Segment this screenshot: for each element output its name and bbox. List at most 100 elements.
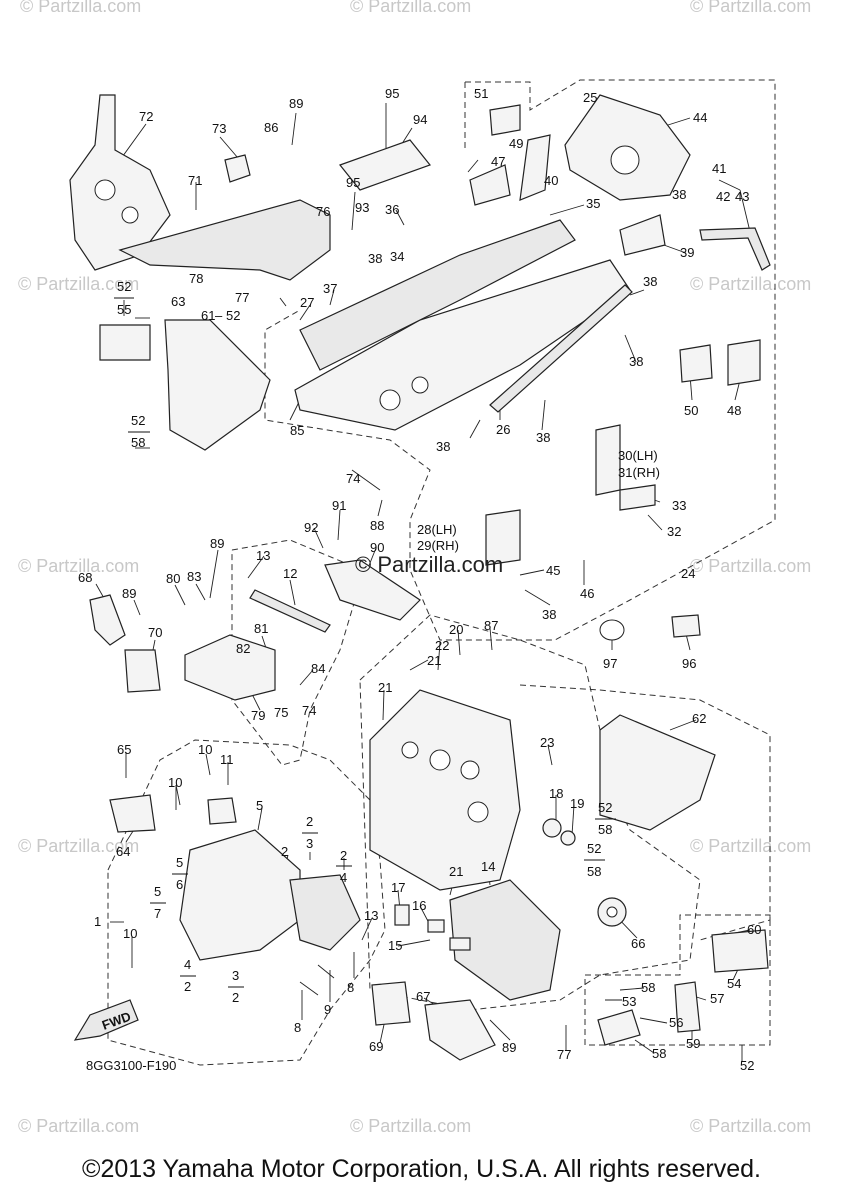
callout-61: 61 — [201, 308, 215, 323]
part-12-bar — [249, 589, 331, 633]
callout-2-b: 2 — [281, 844, 288, 859]
callout-59: 59 — [686, 1036, 700, 1051]
callout-38-b: 38 — [672, 187, 686, 202]
callout-85: 85 — [290, 423, 304, 438]
part-63-steering-post — [164, 319, 271, 451]
callout-30-lh: 30(LH) — [618, 448, 658, 463]
callout-26: 26 — [496, 422, 510, 437]
callout-67: 67 — [416, 989, 430, 1004]
watermark-bottom-right: © Partzilla.com — [690, 1116, 811, 1136]
callout-5-c: 5 — [154, 884, 161, 899]
callout-56: 56 — [669, 1015, 683, 1030]
callout-28-lh: 28(LH) — [417, 522, 457, 537]
part-11-bracket — [207, 797, 237, 825]
part-70-plate — [124, 649, 161, 693]
callout-25: 25 — [583, 90, 597, 105]
part-16-bushing — [427, 919, 445, 933]
part-8-bolt — [299, 981, 319, 996]
callout-43: 43 — [735, 189, 749, 204]
callout-46: 46 — [580, 586, 594, 601]
watermark-right-1: © Partzilla.com — [690, 274, 811, 294]
callout-numbers: 72 73 89 86 95 94 51 25 44 71 95 93 36 7… — [78, 86, 761, 1073]
callout-11: 11 — [220, 752, 234, 767]
callout-7: 7 — [154, 906, 161, 921]
callout-77: 77 — [235, 290, 249, 305]
callout-58-a: 58 — [131, 435, 145, 450]
callout-57: 57 — [710, 991, 724, 1006]
callout-10-b: 10 — [168, 775, 182, 790]
part-68-guard — [89, 594, 126, 646]
parts — [69, 94, 771, 1061]
callout-77-b: 77 — [557, 1047, 571, 1062]
callout-41: 41 — [712, 161, 726, 176]
callout-50: 50 — [684, 403, 698, 418]
callout-58-d: 58 — [641, 980, 655, 995]
callout-9: 9 — [324, 1002, 331, 1017]
callout-89-b: 89 — [210, 536, 224, 551]
callout-74-b: 74 — [302, 703, 316, 718]
part-56-bracket — [597, 1009, 641, 1046]
part-14-radiator — [449, 879, 561, 1001]
callout-79: 79 — [251, 708, 265, 723]
callout-95: 95 — [385, 86, 399, 101]
part-lower-frame — [369, 689, 521, 891]
lower-frame-boundary — [359, 614, 701, 1011]
callout-18: 18 — [549, 786, 563, 801]
callout-96: 96 — [682, 656, 696, 671]
callout-58-b: 58 — [598, 822, 612, 837]
callout-62: 62 — [692, 711, 706, 726]
part-main-tunnel — [294, 259, 631, 431]
callout-84: 84 — [311, 661, 325, 676]
callout-71: 71 — [188, 173, 202, 188]
part-front-suspension — [179, 829, 301, 961]
part-97-ring — [599, 619, 625, 641]
callout-21-c: 21 — [449, 864, 463, 879]
callout-89: 89 — [289, 96, 303, 111]
callout-72: 72 — [139, 109, 153, 124]
callout-75: 75 — [274, 705, 288, 720]
callout-74: 74 — [346, 471, 360, 486]
callout-4-b: 4 — [184, 957, 191, 972]
callout-5: 5 — [256, 798, 263, 813]
callout-63: 63 — [171, 294, 185, 309]
hardware-group-boundary — [584, 914, 771, 1046]
callout-38-e: 38 — [536, 430, 550, 445]
callout-20: 20 — [449, 622, 463, 637]
part-15-bushing — [449, 937, 471, 951]
callout-54: 54 — [727, 976, 741, 991]
callout-52-e: 52 — [587, 841, 601, 856]
callout-31-rh: 31(RH) — [618, 465, 660, 480]
callout-8: 8 — [347, 980, 354, 995]
callout-37: 37 — [323, 281, 337, 296]
diagram-code: 8GG3100-F190 — [86, 1058, 176, 1073]
callout-93: 93 — [355, 200, 369, 215]
callout-48: 48 — [727, 403, 741, 418]
callout-66: 66 — [631, 936, 645, 951]
callout-78: 78 — [189, 271, 203, 286]
watermark-bottom-center: © Partzilla.com — [350, 1116, 471, 1136]
part-90-cover — [324, 559, 421, 621]
callout-16: 16 — [412, 898, 426, 913]
callout-52-a: 52 — [117, 279, 131, 294]
watermark-left-1: © Partzilla.com — [18, 274, 139, 294]
callout-36: 36 — [385, 202, 399, 217]
dashed-boundaries — [107, 79, 776, 1066]
part-57-bracket — [674, 981, 701, 1033]
callout-29-rh: 29(RH) — [417, 538, 459, 553]
callout-91: 91 — [332, 498, 346, 513]
watermark-top-right: © Partzilla.com — [690, 0, 811, 16]
callout-80: 80 — [166, 571, 180, 586]
callout-55: 55 — [117, 302, 131, 317]
part-17-bushing — [394, 904, 410, 926]
watermark-left-2: © Partzilla.com — [18, 556, 139, 576]
callout-12: 12 — [283, 566, 297, 581]
part-18-seal — [542, 818, 562, 838]
callout-86: 86 — [264, 120, 278, 135]
callout-76: 76 — [316, 204, 330, 219]
callout-95-b: 95 — [346, 175, 360, 190]
callout-4: 4 — [340, 870, 347, 885]
callout-15: 15 — [388, 938, 402, 953]
watermark-top-left: © Partzilla.com — [20, 0, 141, 16]
callout-2-d: 2 — [184, 979, 191, 994]
callout-17: 17 — [391, 880, 405, 895]
